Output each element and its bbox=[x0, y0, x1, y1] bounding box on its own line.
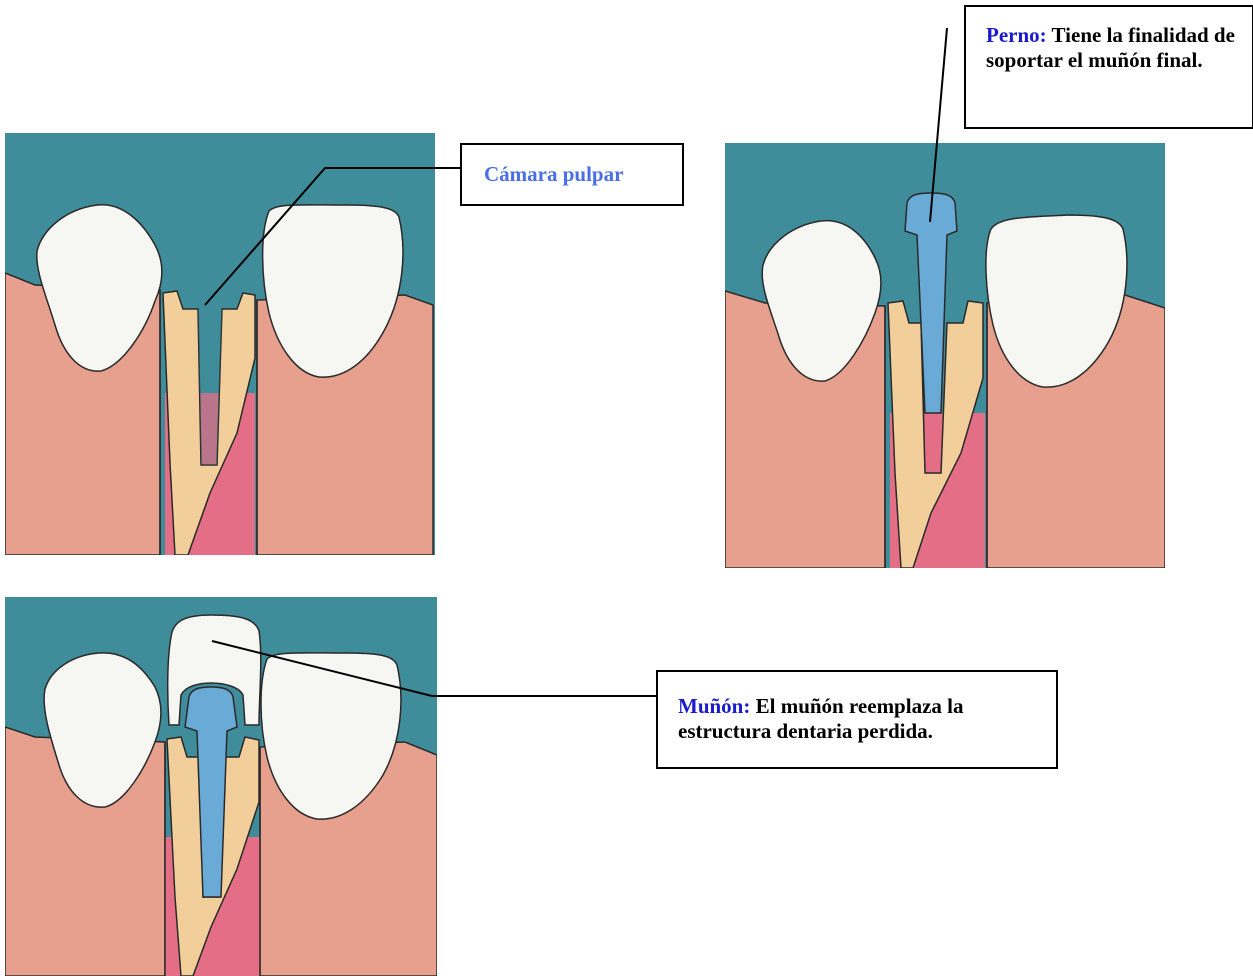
callout-munon-title: Muñón: bbox=[678, 694, 750, 718]
panel-pulp-chamber bbox=[5, 133, 435, 555]
callout-camara-title: Cámara pulpar bbox=[484, 162, 623, 186]
callout-camara-pulpar: Cámara pulpar bbox=[460, 143, 684, 206]
callout-perno: Perno: Tiene la finalidad de soportar el… bbox=[964, 5, 1253, 129]
callout-perno-title: Perno: bbox=[986, 23, 1047, 47]
callout-munon: Muñón: El muñón reemplaza la estructura … bbox=[656, 670, 1058, 769]
panel-post bbox=[725, 143, 1165, 568]
panel-core bbox=[5, 597, 437, 976]
